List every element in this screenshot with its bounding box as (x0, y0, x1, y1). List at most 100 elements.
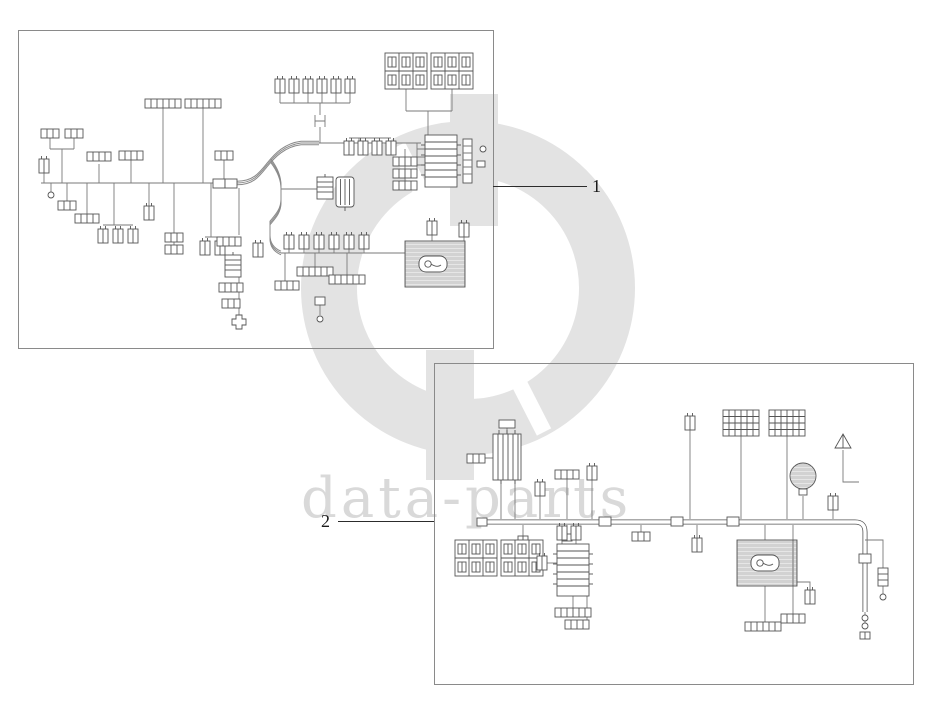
connector (97, 225, 109, 244)
junction-piece (231, 314, 247, 330)
inline-joint (212, 178, 226, 189)
wiring-diagram-2 (454, 409, 889, 640)
connector (40, 128, 60, 139)
connector (534, 478, 546, 497)
relay (224, 251, 242, 278)
connector (283, 231, 295, 250)
tap-connector (859, 631, 871, 640)
connector (127, 225, 139, 244)
diagram-panel-2 (434, 363, 914, 685)
connector (221, 298, 241, 309)
flasher-symbol (834, 433, 852, 449)
connector (302, 75, 314, 94)
inline-joint (726, 516, 740, 527)
connector (118, 150, 144, 161)
cdi-unit (492, 429, 522, 485)
connector (392, 168, 418, 179)
connector-strip (328, 274, 366, 285)
connector (466, 453, 486, 464)
multi-pin-connector (722, 409, 760, 437)
callout-label-2[interactable]: 2 (321, 511, 330, 531)
connector (38, 155, 50, 174)
horn (789, 462, 817, 496)
connector-strip (296, 266, 334, 277)
connector (274, 75, 286, 94)
connector (328, 231, 340, 250)
control-unit (420, 134, 462, 188)
connector (344, 75, 356, 94)
inline-joint (670, 516, 684, 527)
components-2 (454, 409, 889, 640)
connector (330, 75, 342, 94)
connector (358, 231, 370, 250)
connector (586, 462, 598, 481)
connector (458, 219, 470, 238)
harness-wires-1 (41, 89, 465, 315)
harness-bundle-1 (236, 140, 319, 256)
connector-strip (144, 98, 182, 109)
connector (164, 232, 184, 243)
connector (343, 231, 355, 250)
inline-joint (858, 553, 872, 564)
relay (316, 173, 334, 200)
connector (554, 469, 580, 480)
inline-joint (598, 516, 612, 527)
connector (556, 522, 568, 541)
ring-terminal (47, 191, 55, 199)
ring-terminal (316, 315, 324, 323)
ring-terminal (861, 614, 869, 622)
connector (392, 156, 418, 167)
connector (274, 280, 300, 291)
connector (216, 236, 242, 247)
connector (74, 213, 100, 224)
connector-strip (744, 621, 782, 632)
fuse-box (454, 539, 498, 577)
connector (316, 75, 328, 94)
connector (298, 231, 310, 250)
connector (199, 237, 211, 256)
wiring-diagram-1 (38, 52, 487, 330)
connector (385, 137, 397, 156)
callout-line-2 (338, 521, 434, 522)
connector (631, 531, 651, 542)
fuse-box (430, 52, 474, 90)
connector (877, 567, 889, 587)
connector (313, 231, 325, 250)
regulator-block (736, 539, 798, 587)
connector-strip (554, 607, 592, 618)
connector (357, 137, 369, 156)
connector (343, 137, 355, 156)
callout-line-1 (493, 186, 587, 187)
connector (827, 492, 839, 511)
harness-wires-2 (485, 428, 884, 623)
fuse-box (384, 52, 428, 90)
connector (218, 282, 244, 293)
components-1 (38, 52, 487, 330)
connector (426, 217, 438, 236)
connector (564, 619, 590, 630)
regulator-block (404, 240, 466, 288)
multi-pin-connector (768, 409, 806, 437)
ignition-coil (335, 176, 355, 212)
diagram-panel-1 (18, 30, 494, 349)
connector (57, 200, 77, 211)
connector-strip (184, 98, 222, 109)
plug (314, 296, 326, 306)
connector (780, 613, 806, 624)
connector (64, 128, 84, 139)
connector (164, 244, 184, 255)
connector (288, 75, 300, 94)
ring-terminal (879, 593, 887, 601)
connector (392, 180, 418, 191)
connector (143, 202, 155, 221)
connector (252, 239, 264, 258)
connector (684, 412, 696, 431)
harness-end-cap (476, 517, 488, 527)
connector (86, 151, 112, 162)
connector (214, 150, 234, 161)
inline-joint (224, 178, 238, 189)
control-unit (552, 543, 594, 597)
callout-label-1[interactable]: 1 (592, 176, 601, 196)
ring-terminal (861, 622, 869, 630)
